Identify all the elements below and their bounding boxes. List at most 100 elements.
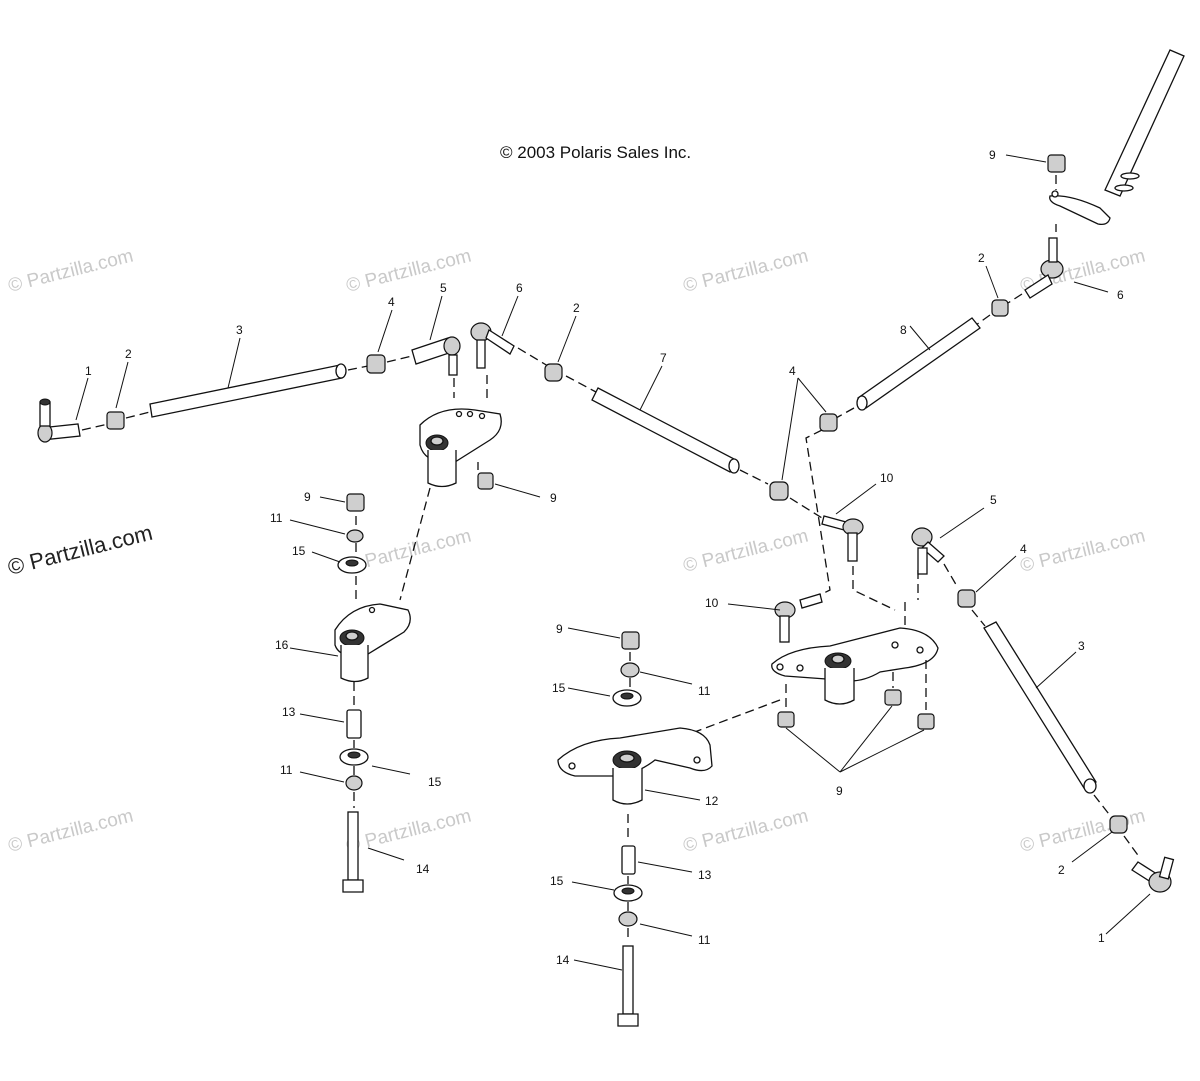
part-6-rod-end bbox=[470, 322, 515, 369]
part-4-jam-nut-right bbox=[819, 413, 838, 432]
callout-2: 2 bbox=[125, 347, 132, 361]
part-2-jam-nut-center bbox=[544, 363, 563, 382]
part-2-jam-nut-lower-right bbox=[1109, 815, 1128, 834]
part-9-nut-center-stack bbox=[621, 631, 640, 650]
callout-9: 9 bbox=[989, 148, 996, 162]
left-pitman-arm-upper bbox=[419, 408, 502, 488]
callout-5: 5 bbox=[440, 281, 447, 295]
assembly-line bbox=[789, 497, 823, 519]
watermark: © Partzilla.com bbox=[681, 246, 810, 297]
callout-8: 8 bbox=[900, 323, 907, 337]
callout-4: 4 bbox=[388, 295, 395, 309]
watermark: © Partzilla.com bbox=[344, 246, 473, 297]
assembly-line bbox=[852, 566, 896, 611]
part-4-jam-nut bbox=[366, 354, 386, 374]
watermark: © Partzilla.com bbox=[6, 806, 135, 857]
part-7-drag-link bbox=[591, 387, 740, 474]
part-1-rod-end-right bbox=[1131, 856, 1175, 893]
assembly-line bbox=[453, 375, 488, 398]
part-15-washer bbox=[337, 556, 367, 574]
part-11-bushing-center bbox=[620, 662, 640, 678]
callout-15: 15 bbox=[552, 681, 566, 695]
part-8-drag-link bbox=[856, 317, 981, 411]
part-15-washer-center bbox=[612, 689, 642, 707]
callout-9: 9 bbox=[550, 491, 557, 505]
callout-3: 3 bbox=[1078, 639, 1085, 653]
assembly-line bbox=[517, 347, 549, 367]
callout-1: 1 bbox=[85, 364, 92, 378]
watermark: © Partzilla.com bbox=[1018, 526, 1147, 577]
assembly-line bbox=[835, 407, 855, 419]
part-2-jam-nut bbox=[106, 411, 125, 430]
callout-11: 11 bbox=[698, 933, 711, 947]
part-9-nut-upper-right bbox=[1047, 154, 1066, 173]
callout-16: 16 bbox=[275, 638, 289, 652]
callout-11: 11 bbox=[280, 763, 293, 777]
callout-15: 15 bbox=[550, 874, 564, 888]
part-10-rod-end-lower bbox=[774, 593, 823, 643]
callout-2: 2 bbox=[1058, 863, 1065, 877]
part-12-pitman-arm bbox=[557, 727, 713, 805]
callout-numbers: 1 2 3 4 5 6 2 7 9 9 11 15 16 13 11 15 14… bbox=[85, 148, 1124, 967]
assembly-line bbox=[943, 563, 959, 589]
watermark: © Partzilla.com bbox=[1018, 806, 1147, 857]
callout-6: 6 bbox=[1117, 288, 1124, 302]
callout-12: 12 bbox=[705, 794, 719, 808]
part-11-bushing-center-lower bbox=[618, 911, 638, 927]
assembly-line bbox=[785, 660, 927, 710]
part-14-bolt-center bbox=[617, 945, 639, 1027]
part-9-nut-stack-left bbox=[346, 493, 365, 512]
assembly-line bbox=[1007, 293, 1023, 304]
assembly-line bbox=[81, 423, 109, 431]
part-9-nut bbox=[477, 472, 494, 490]
callout-6: 6 bbox=[516, 281, 523, 295]
callout-5: 5 bbox=[990, 493, 997, 507]
callout-9: 9 bbox=[304, 490, 311, 504]
watermark: © Partzilla.com bbox=[681, 806, 810, 857]
callout-9: 9 bbox=[836, 784, 843, 798]
callout-10: 10 bbox=[705, 596, 719, 610]
watermark: © Partzilla.com bbox=[681, 526, 810, 577]
callout-7: 7 bbox=[660, 351, 667, 365]
callout-4: 4 bbox=[789, 364, 796, 378]
part-14-bolt bbox=[342, 811, 364, 893]
callout-14: 14 bbox=[416, 862, 430, 876]
callout-13: 13 bbox=[698, 868, 712, 882]
part-15-washer bbox=[339, 748, 369, 766]
callout-3: 3 bbox=[236, 323, 243, 337]
part-13-spacer-center bbox=[621, 845, 636, 875]
part-5-rod-end bbox=[411, 336, 461, 376]
part-15-washer-center-lower bbox=[613, 884, 643, 902]
copyright-text: © 2003 Polaris Sales Inc. bbox=[500, 143, 691, 162]
callout-10: 10 bbox=[880, 471, 894, 485]
part-5-rod-end-right bbox=[911, 527, 945, 575]
callout-4: 4 bbox=[1020, 542, 1027, 556]
watermark: © Partzilla.com bbox=[6, 246, 135, 297]
part-3-tie-rod-right bbox=[983, 621, 1097, 794]
part-16-pitman-arm bbox=[334, 603, 411, 683]
part-3-tie-rod bbox=[149, 363, 347, 418]
part-6-rod-end-upper-right bbox=[1024, 237, 1064, 299]
assembly-line bbox=[1093, 794, 1113, 819]
assembly-line bbox=[1123, 835, 1141, 859]
callout-11: 11 bbox=[698, 684, 711, 698]
watermark: © Partzilla.com bbox=[344, 806, 473, 857]
callout-2: 2 bbox=[573, 301, 580, 315]
callout-14: 14 bbox=[556, 953, 570, 967]
assembly-line bbox=[975, 314, 991, 326]
assembly-line bbox=[399, 487, 431, 601]
assembly-line bbox=[125, 411, 151, 419]
part-4-jam-nut-lower-right bbox=[957, 589, 976, 608]
assembly-line bbox=[971, 609, 986, 627]
part-11-bushing bbox=[346, 529, 364, 543]
callout-leaders bbox=[75, 154, 1151, 971]
callout-13: 13 bbox=[282, 705, 296, 719]
part-2-jam-nut-upper-right bbox=[991, 299, 1009, 317]
steering-column bbox=[1049, 49, 1185, 226]
part-10-rod-end bbox=[821, 515, 864, 562]
callout-11: 11 bbox=[270, 511, 283, 525]
assembly-line bbox=[347, 365, 369, 371]
callout-1: 1 bbox=[1098, 931, 1105, 945]
part-4-jam-nut-center bbox=[769, 481, 789, 501]
part-1-left-rod-end bbox=[37, 398, 81, 443]
